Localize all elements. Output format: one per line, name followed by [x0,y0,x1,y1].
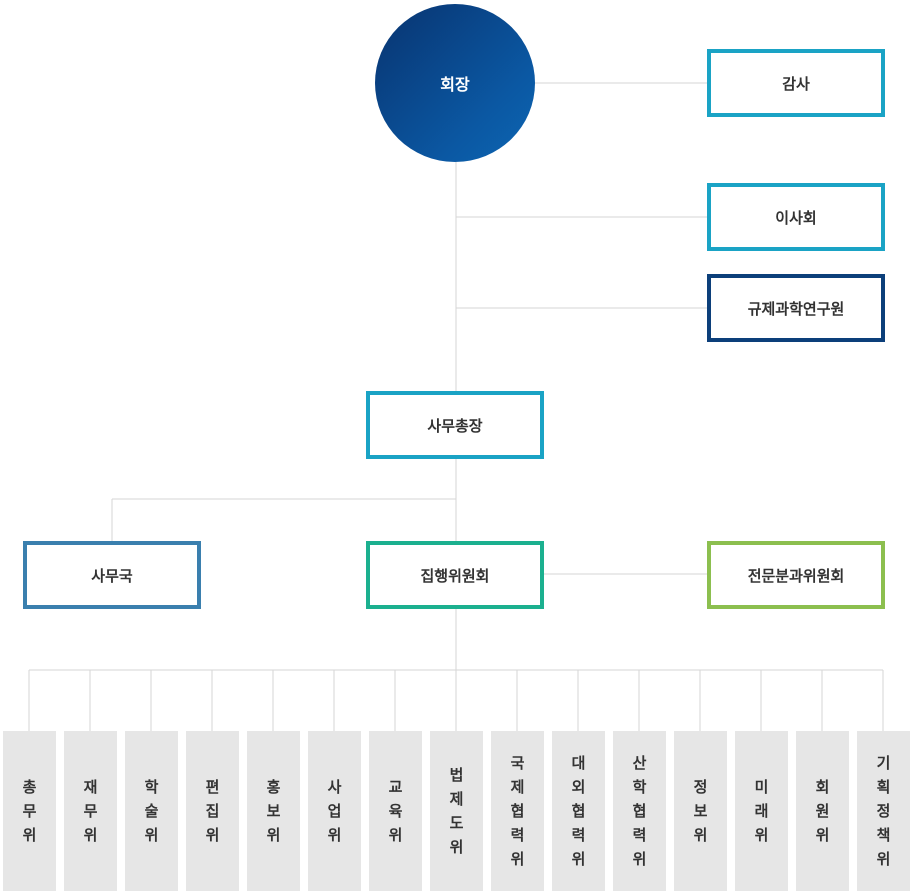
audit-label: 감사 [782,74,810,93]
executive-committee-node: 집행위원회 [366,541,544,609]
institute-label: 규제과학연구원 [747,299,845,318]
chairman-node: 회장 [375,4,535,162]
board-node: 이사회 [707,183,885,251]
audit-node: 감사 [707,49,885,117]
office-label: 사무국 [91,566,133,585]
expert-committee-node: 전문분과위원회 [707,541,885,609]
chairman-label: 회장 [440,75,470,94]
institute-node: 규제과학연구원 [707,274,885,342]
office-node: 사무국 [23,541,201,609]
secretary-general-label: 사무총장 [427,416,483,435]
expert-committee-label: 전문분과위원회 [747,566,845,585]
board-label: 이사회 [775,208,817,227]
secretary-general-node: 사무총장 [366,391,544,459]
executive-committee-label: 집행위원회 [420,566,490,585]
